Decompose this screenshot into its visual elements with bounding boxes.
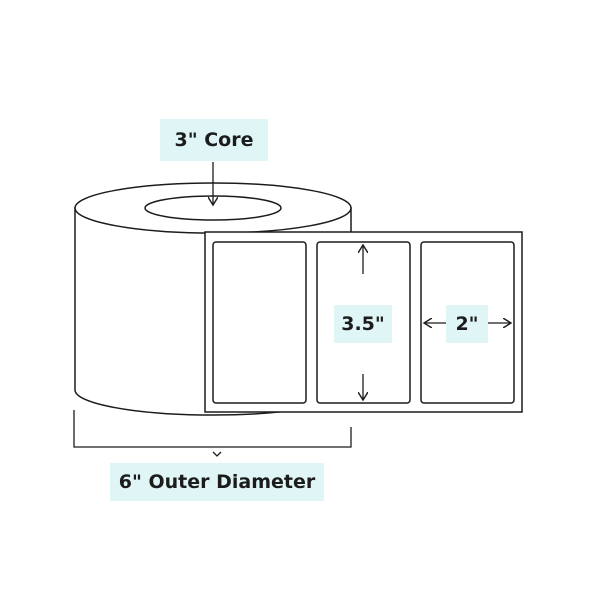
core-label: 3" Core xyxy=(160,119,268,161)
label-height-text: 3.5" xyxy=(334,305,392,343)
label-width-text: 2" xyxy=(446,305,488,343)
diameter-bracket xyxy=(73,410,352,457)
label-1 xyxy=(212,241,307,404)
outer-diameter-label: 6" Outer Diameter xyxy=(110,463,324,501)
